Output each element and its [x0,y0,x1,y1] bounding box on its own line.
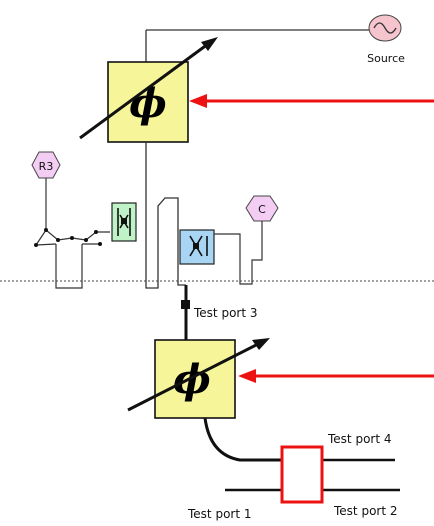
lower-phase-shifter: ϕ [127,338,434,419]
switch-link-left [35,243,57,246]
test-port-3-label: Test port 3 [193,306,258,320]
coupler-core [193,243,199,249]
upper-red-arrow-head [189,94,207,108]
red-switch-box [280,445,324,504]
source: Source [145,14,405,65]
r3-label: R3 [39,160,54,173]
blue-coupler-wire [214,216,263,285]
upper-phase-shifter: ϕ [79,37,434,143]
lower-phase-output-wire [203,417,282,462]
lower-phase-symbol: ϕ [173,356,211,403]
switch-contact [44,228,48,232]
switch-contact [94,230,98,234]
test-port-1-label: Test port 1 [187,507,252,521]
test-port-3-connector [181,300,190,309]
lower-variable-arrow-head [252,338,270,350]
switch-contact [84,238,88,242]
switch-contact [70,236,74,240]
switch-contact [98,242,102,246]
main-signal-path [145,142,186,289]
blue-coupler [179,216,263,285]
green-coupler [111,202,137,242]
test-port-2-label: Test port 2 [333,504,398,518]
switch-contact [56,238,60,242]
main-signal-path-line [145,142,186,289]
c-label: C [258,203,266,216]
upper-variable-arrow-head [201,37,218,51]
r3-tag [31,151,61,179]
source-label: Source [367,52,405,65]
r3-switch-network: R3 [31,151,110,289]
c-tag [245,195,279,222]
output-switch: Test port 4 Test port 1 Test port 2 [187,417,400,521]
c-tag-group: C [245,195,279,222]
switch-contact [34,243,38,247]
switch-loop [55,244,83,289]
upper-variable-arrow-line [79,42,209,140]
lower-phase-shifter-box [154,339,236,419]
coupler-core [121,218,127,224]
coupler-icon [117,208,131,236]
sine-wave-icon [373,22,397,34]
test-port-3: Test port 3 [181,285,258,340]
lower-variable-arrow-line [127,342,259,412]
lower-red-arrow-head [238,369,256,383]
upper-phase-shifter-box [107,61,189,143]
test-port-4-label: Test port 4 [327,432,392,446]
